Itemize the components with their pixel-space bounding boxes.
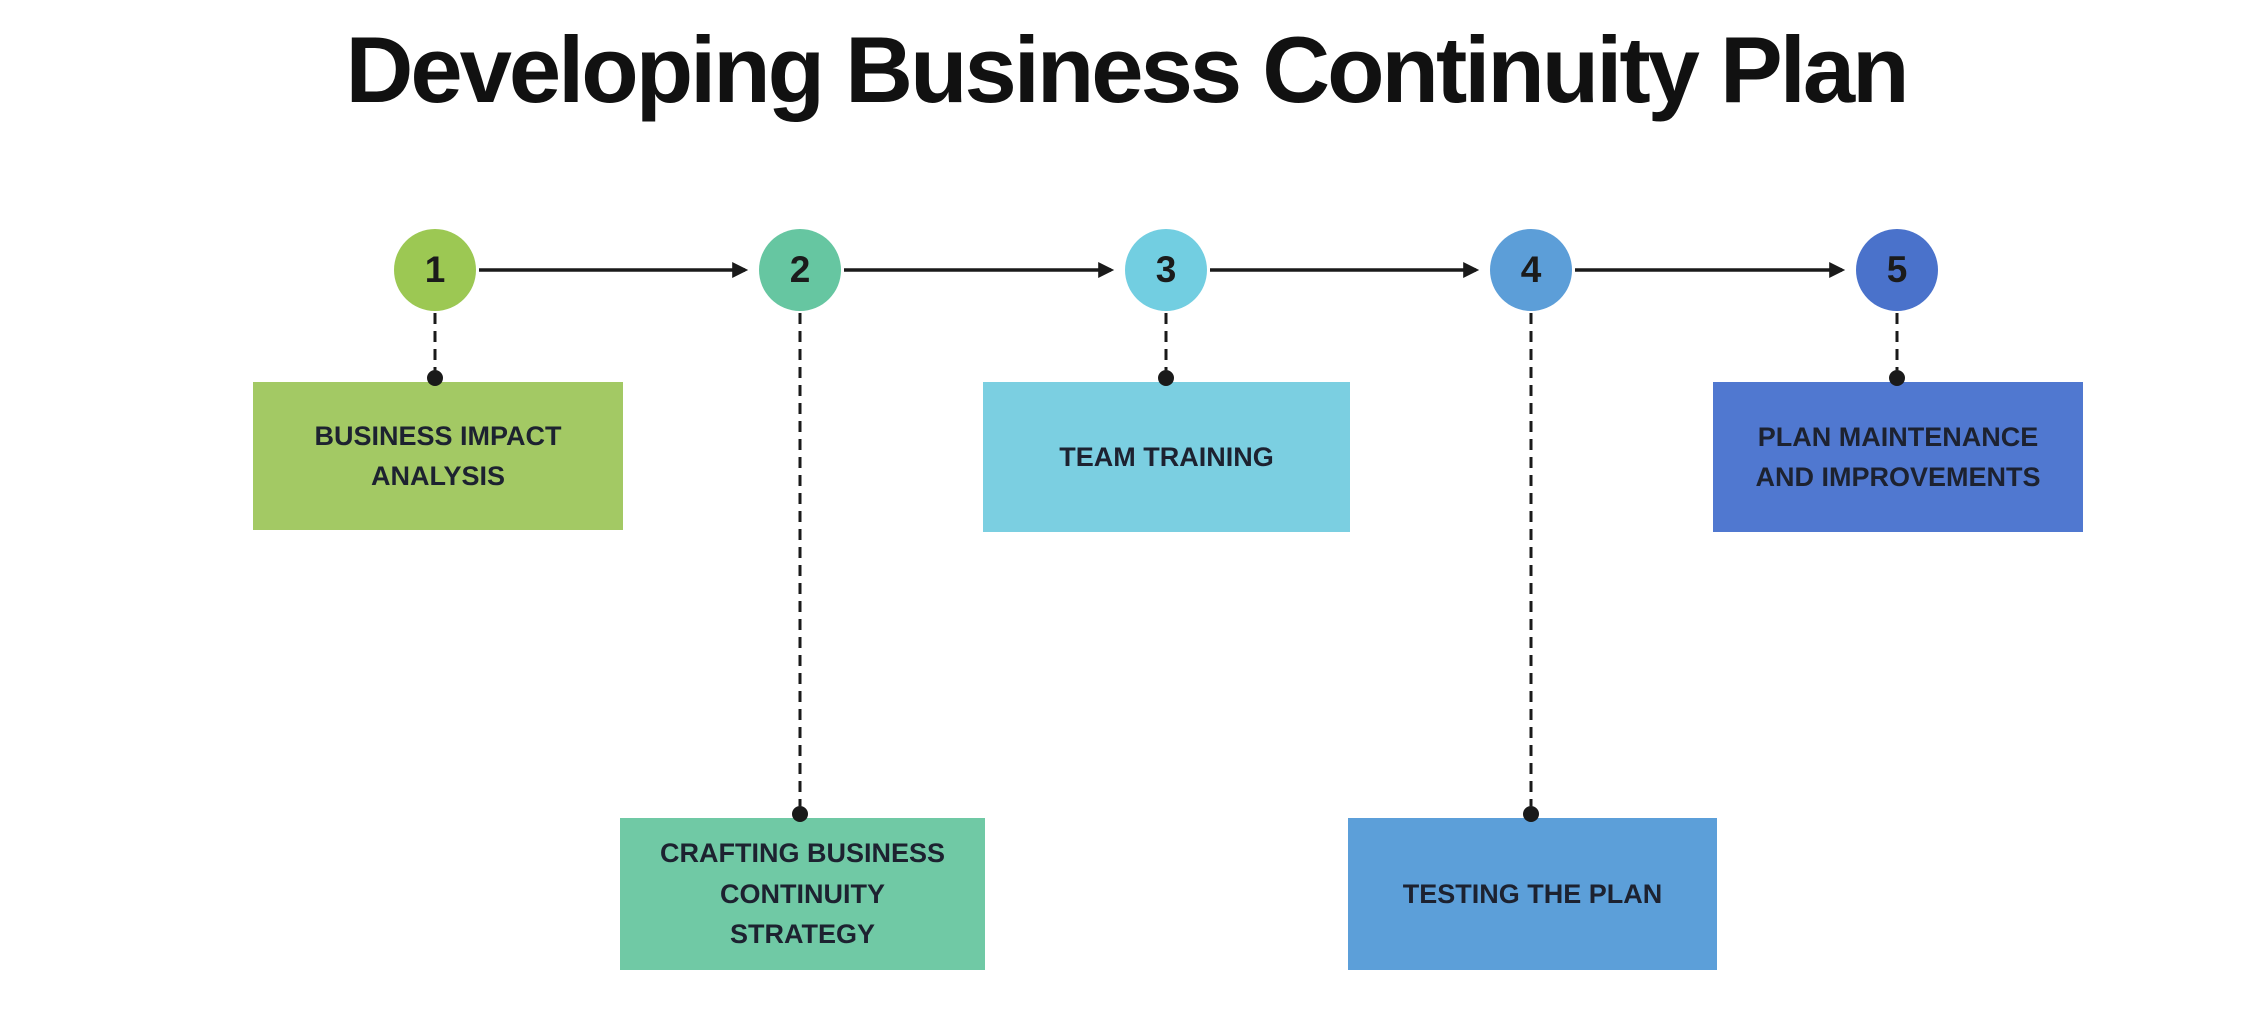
step-number-4: 4	[1520, 249, 1542, 290]
step-circle-4: 4	[1490, 229, 1572, 311]
step-number-3: 3	[1155, 249, 1177, 290]
step-circle-5: 5	[1856, 229, 1938, 311]
page-title: Developing Business Continuity Plan	[345, 17, 1909, 122]
step-box-crafting-business-continuity-strategy: CRAFTING BUSINESS CONTINUITY STRATEGY	[620, 818, 985, 970]
step-box-business-impact-analysis: BUSINESS IMPACT ANALYSIS	[253, 382, 623, 530]
step-circle-2: 2	[759, 229, 841, 311]
step-number-1: 1	[424, 249, 446, 290]
step-circle-3: 3	[1125, 229, 1207, 311]
step-box-testing-the-plan: TESTING THE PLAN	[1348, 818, 1717, 970]
step-circle-1: 1	[394, 229, 476, 311]
step-box-team-training: TEAM TRAINING	[983, 382, 1350, 532]
step-box-plan-maintenance-and-improvements: PLAN MAINTENANCE AND IMPROVEMENTS	[1713, 382, 2083, 532]
step-number-5: 5	[1886, 249, 1908, 290]
step-number-2: 2	[789, 249, 811, 290]
